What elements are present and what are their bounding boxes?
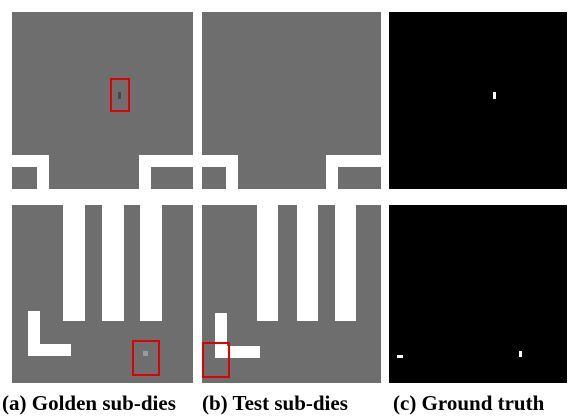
- pattern-bar: [63, 205, 85, 321]
- pattern-right-bracket: [139, 155, 193, 167]
- defect-highlight-box: [132, 340, 160, 376]
- ground-truth-defect-mark: [397, 355, 403, 358]
- golden-subdie-bottom: [12, 205, 193, 383]
- pattern-bar: [102, 205, 124, 321]
- golden-subdie-top: [12, 12, 193, 189]
- ground-truth-defect-mark: [519, 351, 522, 357]
- pattern-right-bracket-leg: [139, 155, 151, 189]
- defect-spot: [118, 92, 121, 99]
- pattern-l-horizontal: [215, 346, 260, 358]
- pattern-bar: [140, 205, 162, 321]
- pattern-right-bracket-leg: [326, 155, 338, 189]
- caption-ground-truth: (c) Ground truth: [393, 391, 545, 415]
- ground-truth-bottom: [389, 205, 567, 383]
- test-subdie-bottom: [202, 205, 381, 383]
- defect-spot: [143, 351, 148, 356]
- pattern-bar: [257, 205, 278, 321]
- ground-truth-defect-mark: [493, 92, 496, 99]
- defect-highlight-box: [110, 78, 130, 112]
- caption-test-subdies: (b) Test sub-dies: [202, 391, 348, 415]
- ground-truth-top: [389, 12, 567, 189]
- pattern-bar: [297, 205, 318, 321]
- pattern-l-horizontal: [28, 344, 71, 356]
- test-subdie-top: [202, 12, 381, 189]
- pattern-bar: [335, 205, 356, 321]
- defect-highlight-box: [202, 342, 230, 378]
- pattern-left-bracket-leg: [226, 155, 238, 189]
- caption-golden-subdies: (a) Golden sub-dies: [2, 391, 176, 415]
- pattern-right-bracket: [326, 155, 381, 167]
- pattern-left-bracket-leg: [37, 155, 49, 189]
